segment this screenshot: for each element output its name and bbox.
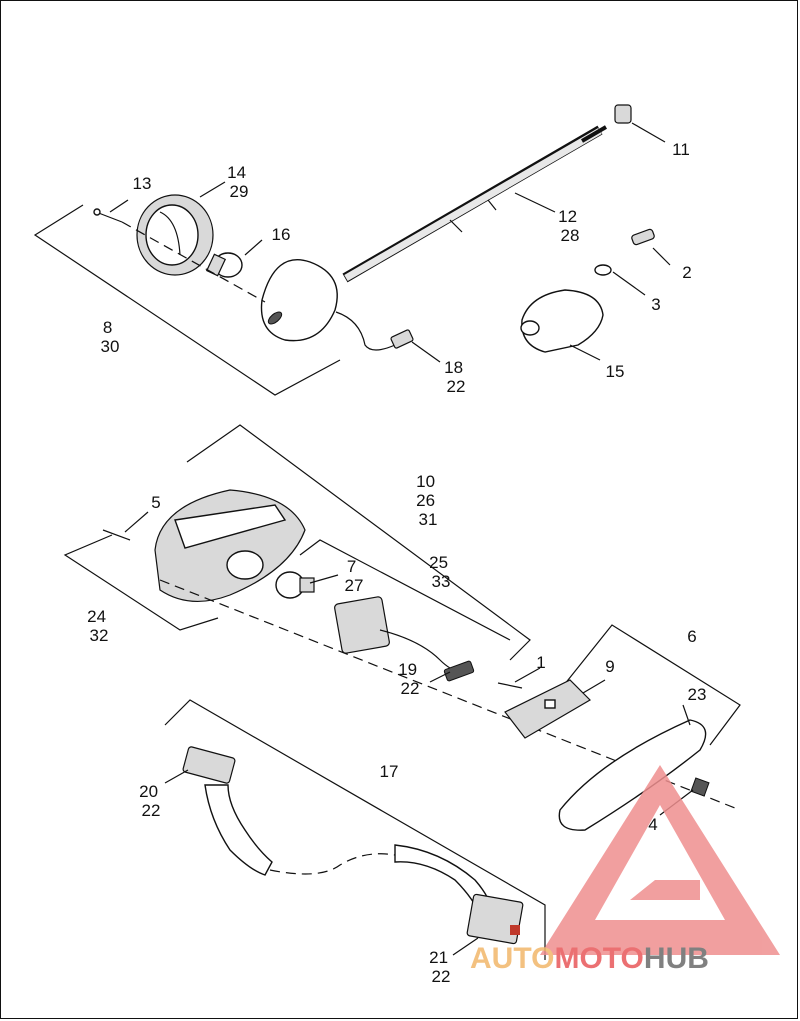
connector-part-19 — [443, 660, 475, 682]
cover-part-15 — [521, 289, 604, 353]
callout-11: 11 — [672, 140, 690, 159]
callout-3: 3 — [651, 295, 660, 314]
callout-9: 9 — [605, 657, 614, 676]
group-bracket-24 — [63, 534, 219, 631]
callout-12: 12 28 — [558, 207, 582, 245]
wire-part-18 — [335, 311, 396, 351]
watermark-text: AUTOMOTOHUB — [470, 942, 709, 975]
washer-part-3 — [594, 264, 612, 276]
socket-part-25 — [334, 596, 390, 654]
callout-8: 8 30 — [101, 318, 120, 356]
lens-part-23 — [558, 719, 707, 831]
connector-part-21 — [466, 893, 524, 945]
callout-20: 20 22 — [139, 782, 163, 820]
callout-7: 7 27 — [345, 557, 364, 595]
callout-19: 19 22 — [398, 660, 422, 698]
housing-inner — [145, 204, 199, 266]
callout-14: 14 29 — [227, 163, 251, 201]
callout-2: 2 — [682, 263, 691, 282]
callout-25: 25 33 — [429, 553, 453, 591]
callout-10: 10 26 31 — [416, 472, 440, 529]
group-bracket-10 — [186, 424, 531, 661]
callout-15: 15 — [606, 362, 625, 381]
bracket-part-9 — [504, 679, 591, 739]
callout-1: 1 — [536, 653, 545, 672]
screw-part-2 — [631, 228, 655, 246]
watermark-logo: AUTOMOTOHUB — [470, 765, 780, 975]
watermark-triangle-icon — [540, 765, 780, 955]
group-bracket-6 — [559, 624, 741, 746]
tail-lamp-assembly — [63, 424, 741, 811]
callout-18: 18 22 — [444, 358, 468, 396]
screw-part-13 — [95, 211, 123, 223]
callout-4: 4 — [648, 815, 657, 834]
screw-part-1 — [497, 682, 523, 689]
connector-part-20 — [182, 746, 236, 784]
nut-part-4 — [690, 777, 710, 797]
callout-16: 16 — [272, 225, 291, 244]
harness-cable-left — [204, 784, 273, 876]
callout-23: 23 — [688, 685, 707, 704]
callout-13: 13 — [133, 174, 152, 193]
callout-5: 5 — [151, 493, 160, 512]
callout-labels: 1 2 3 4 5 6 7 27 8 30 9 10 26 31 11 12 2… — [87, 140, 706, 986]
lens — [260, 259, 338, 342]
nut-part-11 — [614, 104, 632, 124]
callout-6: 6 — [687, 627, 696, 646]
callout-21: 21 22 — [429, 948, 453, 986]
license-light-assembly — [497, 624, 741, 831]
wiring-harness-assembly — [164, 699, 546, 960]
upper-turn-signal-assembly — [33, 104, 655, 396]
callout-24: 24 32 — [87, 607, 111, 645]
group-bracket-17 — [164, 699, 546, 960]
screw-part-5 — [102, 529, 131, 541]
callout-17: 17 — [380, 762, 399, 781]
group-bracket-8 — [33, 204, 341, 396]
